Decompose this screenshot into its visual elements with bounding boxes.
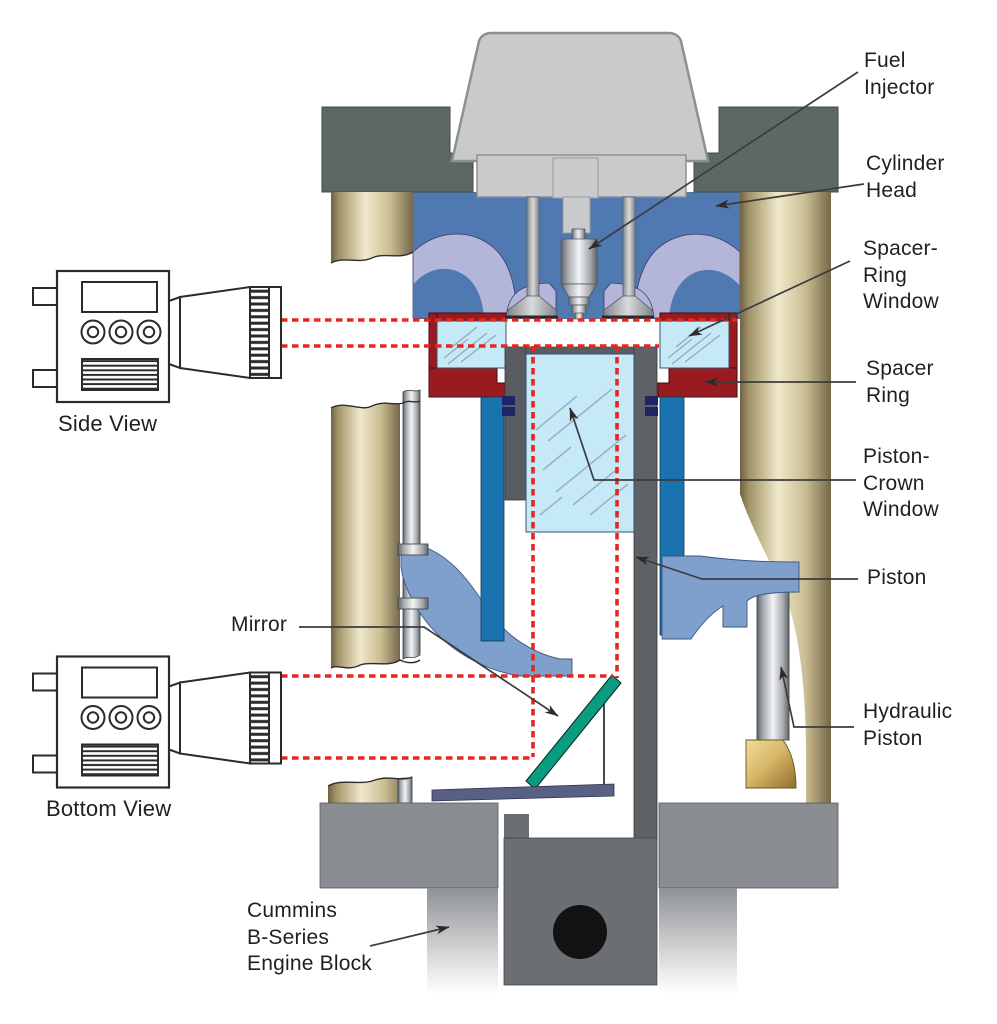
guide-rod-stub xyxy=(397,776,413,804)
crankshaft-bore xyxy=(553,905,607,959)
leader-cylinder-head xyxy=(715,183,865,209)
valve-cover xyxy=(450,31,710,234)
valve-stem xyxy=(526,196,540,301)
label-spacer-ring-window: Spacer- Ring Window xyxy=(863,237,939,314)
valves xyxy=(506,196,654,319)
piston-rings xyxy=(502,396,658,416)
side-view-camera xyxy=(31,269,283,404)
leader-hydraulic-piston xyxy=(779,666,854,728)
fuel-injector xyxy=(560,228,598,320)
block-wall-left xyxy=(427,888,498,993)
label-hydraulic-piston: Hydraulic Piston xyxy=(863,700,953,750)
support-posts xyxy=(327,192,831,804)
spacer-ring-assembly xyxy=(428,312,738,398)
leader-spacer-ring-window xyxy=(688,260,851,337)
leader-mirror xyxy=(299,626,559,717)
top-frame-slab-left xyxy=(321,106,474,193)
cylinder-liner-left xyxy=(480,396,505,642)
label-fuel-injector: Fuel Injector xyxy=(864,49,935,99)
piston-crown xyxy=(504,346,658,841)
mirror-base-plate xyxy=(431,783,615,802)
label-spacer-ring: Spacer Ring xyxy=(866,357,934,407)
label-cylinder-head: Cylinder Head xyxy=(866,152,945,202)
bottom-view-camera xyxy=(31,655,283,789)
label-side-view: Side View xyxy=(58,411,158,436)
injector-sleeve xyxy=(562,196,591,234)
label-engine-block: Cummins B-Series Engine Block xyxy=(247,899,372,976)
post-left-upper xyxy=(331,192,413,263)
engine-block xyxy=(319,802,839,993)
hydraulic-piston-base xyxy=(745,739,797,789)
valve-seat xyxy=(602,315,654,319)
glass-hatching xyxy=(535,388,629,516)
mirror-assembly xyxy=(431,674,622,802)
leader-engine-block xyxy=(369,925,450,947)
mirror-45deg xyxy=(525,674,622,790)
hydraulic-piston-rod xyxy=(756,591,790,741)
block-wall-right xyxy=(659,888,737,993)
block-center-tab xyxy=(504,814,529,840)
top-frame-slab-right xyxy=(693,106,839,193)
glass-hatching xyxy=(443,326,721,365)
label-mirror: Mirror xyxy=(231,613,288,636)
valve-seat xyxy=(506,315,558,319)
post-left-middle xyxy=(331,403,400,668)
spacer-ring-block-left xyxy=(428,367,509,398)
rod-clamp-collar xyxy=(397,543,429,556)
break-lines xyxy=(327,251,421,787)
post-left-stub xyxy=(328,778,407,803)
block-deck-left xyxy=(319,802,499,889)
guide-rod-left xyxy=(402,389,421,660)
label-piston: Piston xyxy=(867,566,927,589)
rod-clamp-collar xyxy=(397,597,429,610)
extended-piston-column xyxy=(633,346,658,841)
leader-lines xyxy=(299,71,865,947)
label-bottom-view: Bottom View xyxy=(46,796,172,821)
optical-beam-paths xyxy=(281,318,737,760)
valve-stem xyxy=(622,196,636,301)
leader-piston xyxy=(635,556,858,580)
leader-piston-crown-window xyxy=(569,407,856,481)
block-deck-right xyxy=(658,802,839,889)
post-right xyxy=(740,192,831,803)
label-piston-crown-window: Piston- Crown Window xyxy=(863,445,939,522)
spacer-ring-window-right xyxy=(659,320,730,369)
leader-fuel-injector xyxy=(588,71,859,250)
